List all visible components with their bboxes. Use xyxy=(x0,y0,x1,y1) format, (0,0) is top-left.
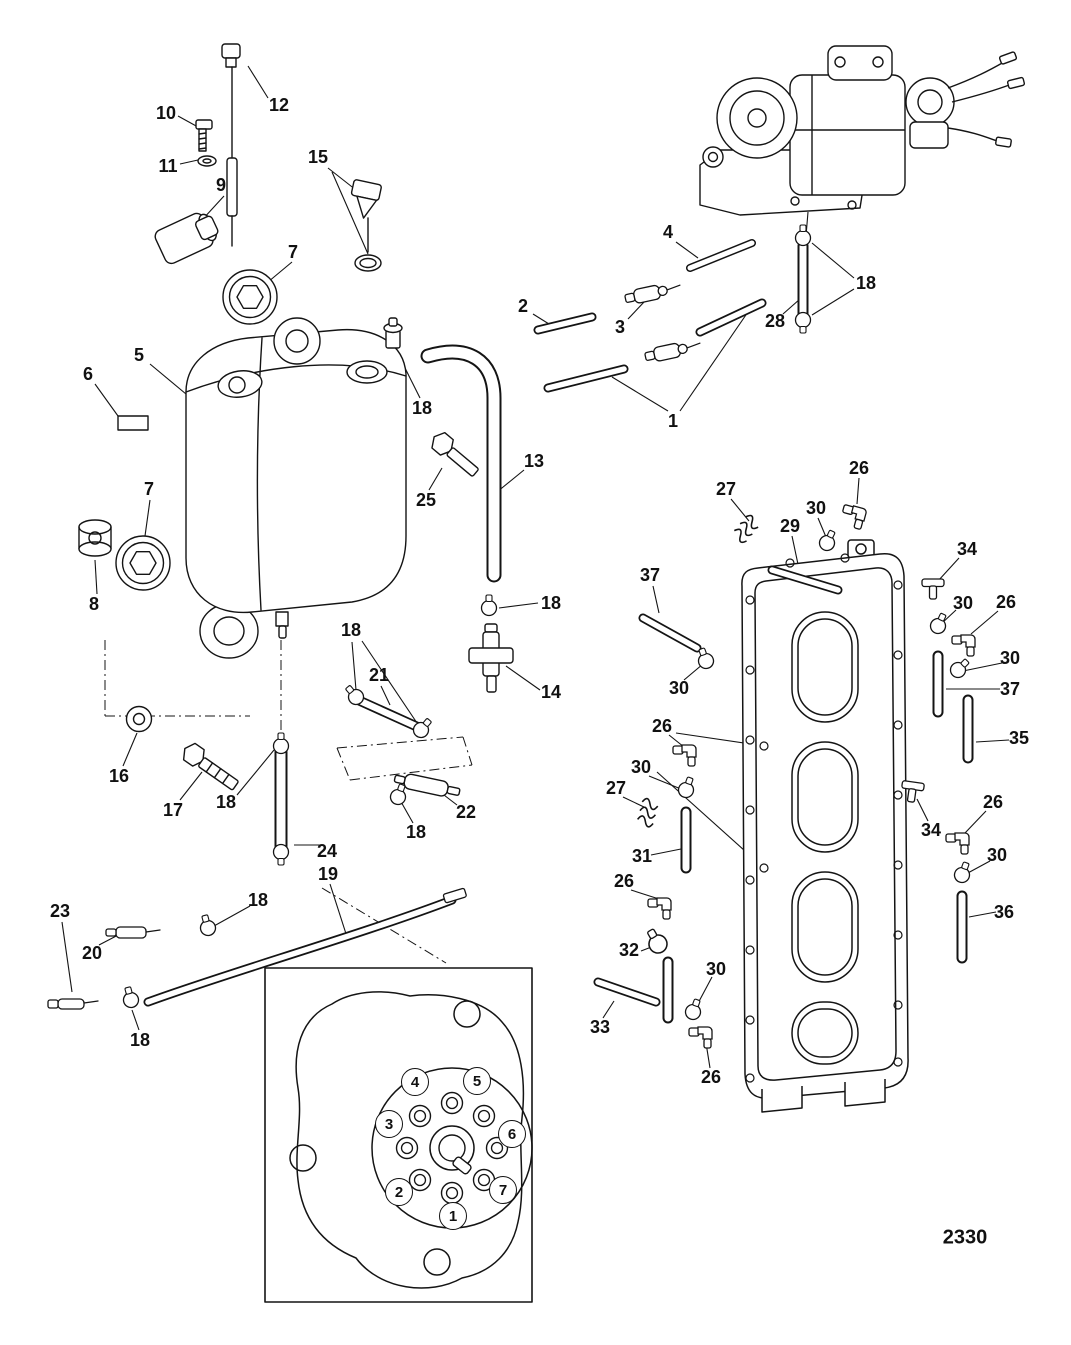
callout-6: 6 xyxy=(82,364,94,384)
tee-fitting-14 xyxy=(468,623,514,693)
cylinder-block-cover-plate xyxy=(741,539,909,1113)
sleeve-part xyxy=(154,212,219,265)
fuel-lines xyxy=(533,224,812,393)
callout-18: 18 xyxy=(855,273,877,293)
fitting-23 xyxy=(47,998,99,1010)
tank-label-plate xyxy=(117,415,149,431)
callout-26: 26 xyxy=(651,716,673,736)
callout-26: 26 xyxy=(995,592,1017,612)
callout-4: 4 xyxy=(662,222,674,242)
bolt-17 xyxy=(182,742,239,791)
callout-27: 27 xyxy=(715,479,737,499)
callout-34: 34 xyxy=(956,539,978,559)
fitting-bolt-25 xyxy=(431,431,479,477)
callout-20: 20 xyxy=(81,943,103,963)
callout-30: 30 xyxy=(986,845,1008,865)
callout-7: 7 xyxy=(287,242,299,262)
diagram-number: 2330 xyxy=(942,1226,988,1249)
sequence-number-2: 2 xyxy=(385,1178,413,1206)
plate-small-parts xyxy=(593,502,976,1049)
callout-26: 26 xyxy=(700,1067,722,1087)
hoses-and-fittings xyxy=(47,344,514,1010)
callout-12: 12 xyxy=(268,95,290,115)
callout-31: 31 xyxy=(631,846,653,866)
callout-30: 30 xyxy=(630,757,652,777)
washer-16 xyxy=(125,705,153,733)
callout-28: 28 xyxy=(764,311,786,331)
callout-18: 18 xyxy=(540,593,562,613)
sensor-part xyxy=(350,179,382,272)
callout-2: 2 xyxy=(517,296,529,316)
carburetor-assembly xyxy=(699,45,1026,216)
callout-18: 18 xyxy=(215,792,237,812)
callout-13: 13 xyxy=(523,451,545,471)
callout-5: 5 xyxy=(133,345,145,365)
callout-1: 1 xyxy=(667,411,679,431)
sequence-number-1: 1 xyxy=(439,1202,467,1230)
callout-24: 24 xyxy=(316,841,338,861)
plate-bolt-holes xyxy=(745,553,903,1083)
callout-21: 21 xyxy=(368,665,390,685)
sequence-number-6: 6 xyxy=(498,1120,526,1148)
callout-18: 18 xyxy=(247,890,269,910)
callout-17: 17 xyxy=(162,800,184,820)
oil-tank-assembly xyxy=(78,43,479,791)
callout-30: 30 xyxy=(705,959,727,979)
callout-37: 37 xyxy=(639,565,661,585)
sequence-number-3: 3 xyxy=(375,1110,403,1138)
callout-10: 10 xyxy=(155,103,177,123)
callout-18: 18 xyxy=(129,1030,151,1050)
callout-8: 8 xyxy=(88,594,100,614)
callout-19: 19 xyxy=(317,864,339,884)
callout-7: 7 xyxy=(143,479,155,499)
callout-14: 14 xyxy=(540,682,562,702)
sequence-number-4: 4 xyxy=(401,1068,429,1096)
callout-37: 37 xyxy=(999,679,1021,699)
cap-part-lower xyxy=(115,535,171,591)
callout-30: 30 xyxy=(952,593,974,613)
washer-part xyxy=(197,155,217,167)
callout-33: 33 xyxy=(589,1017,611,1037)
torque-sequence-inset xyxy=(264,967,533,1303)
callout-11: 11 xyxy=(158,156,178,176)
callout-36: 36 xyxy=(993,902,1015,922)
callout-15: 15 xyxy=(307,147,329,167)
callout-26: 26 xyxy=(848,458,870,478)
callout-29: 29 xyxy=(779,516,801,536)
callout-30: 30 xyxy=(668,678,690,698)
callout-18: 18 xyxy=(411,398,433,418)
sequence-number-5: 5 xyxy=(463,1067,491,1095)
callout-22: 22 xyxy=(455,802,477,822)
bushing-part xyxy=(78,519,112,557)
plate-slots xyxy=(791,611,859,1065)
screw-part xyxy=(195,119,213,152)
callout-16: 16 xyxy=(108,766,130,786)
callout-30: 30 xyxy=(999,648,1021,668)
cap-part-top xyxy=(222,269,278,325)
sequence-number-7: 7 xyxy=(489,1176,517,1204)
callout-32: 32 xyxy=(618,940,640,960)
inline-fitting-22 xyxy=(393,773,461,797)
callout-3: 3 xyxy=(614,317,626,337)
callout-27: 27 xyxy=(605,778,627,798)
callout-30: 30 xyxy=(805,498,827,518)
callout-26: 26 xyxy=(982,792,1004,812)
callout-35: 35 xyxy=(1008,728,1030,748)
callout-34: 34 xyxy=(920,820,942,840)
callout-23: 23 xyxy=(49,901,71,921)
callout-18: 18 xyxy=(405,822,427,842)
dipstick-part xyxy=(221,43,241,247)
callout-25: 25 xyxy=(415,490,437,510)
oil-tank-body xyxy=(185,328,407,614)
tank-top-fitting xyxy=(383,317,403,349)
callout-18: 18 xyxy=(340,620,362,640)
callout-9: 9 xyxy=(215,175,227,195)
fitting-20 xyxy=(105,926,161,939)
callout-26: 26 xyxy=(613,871,635,891)
